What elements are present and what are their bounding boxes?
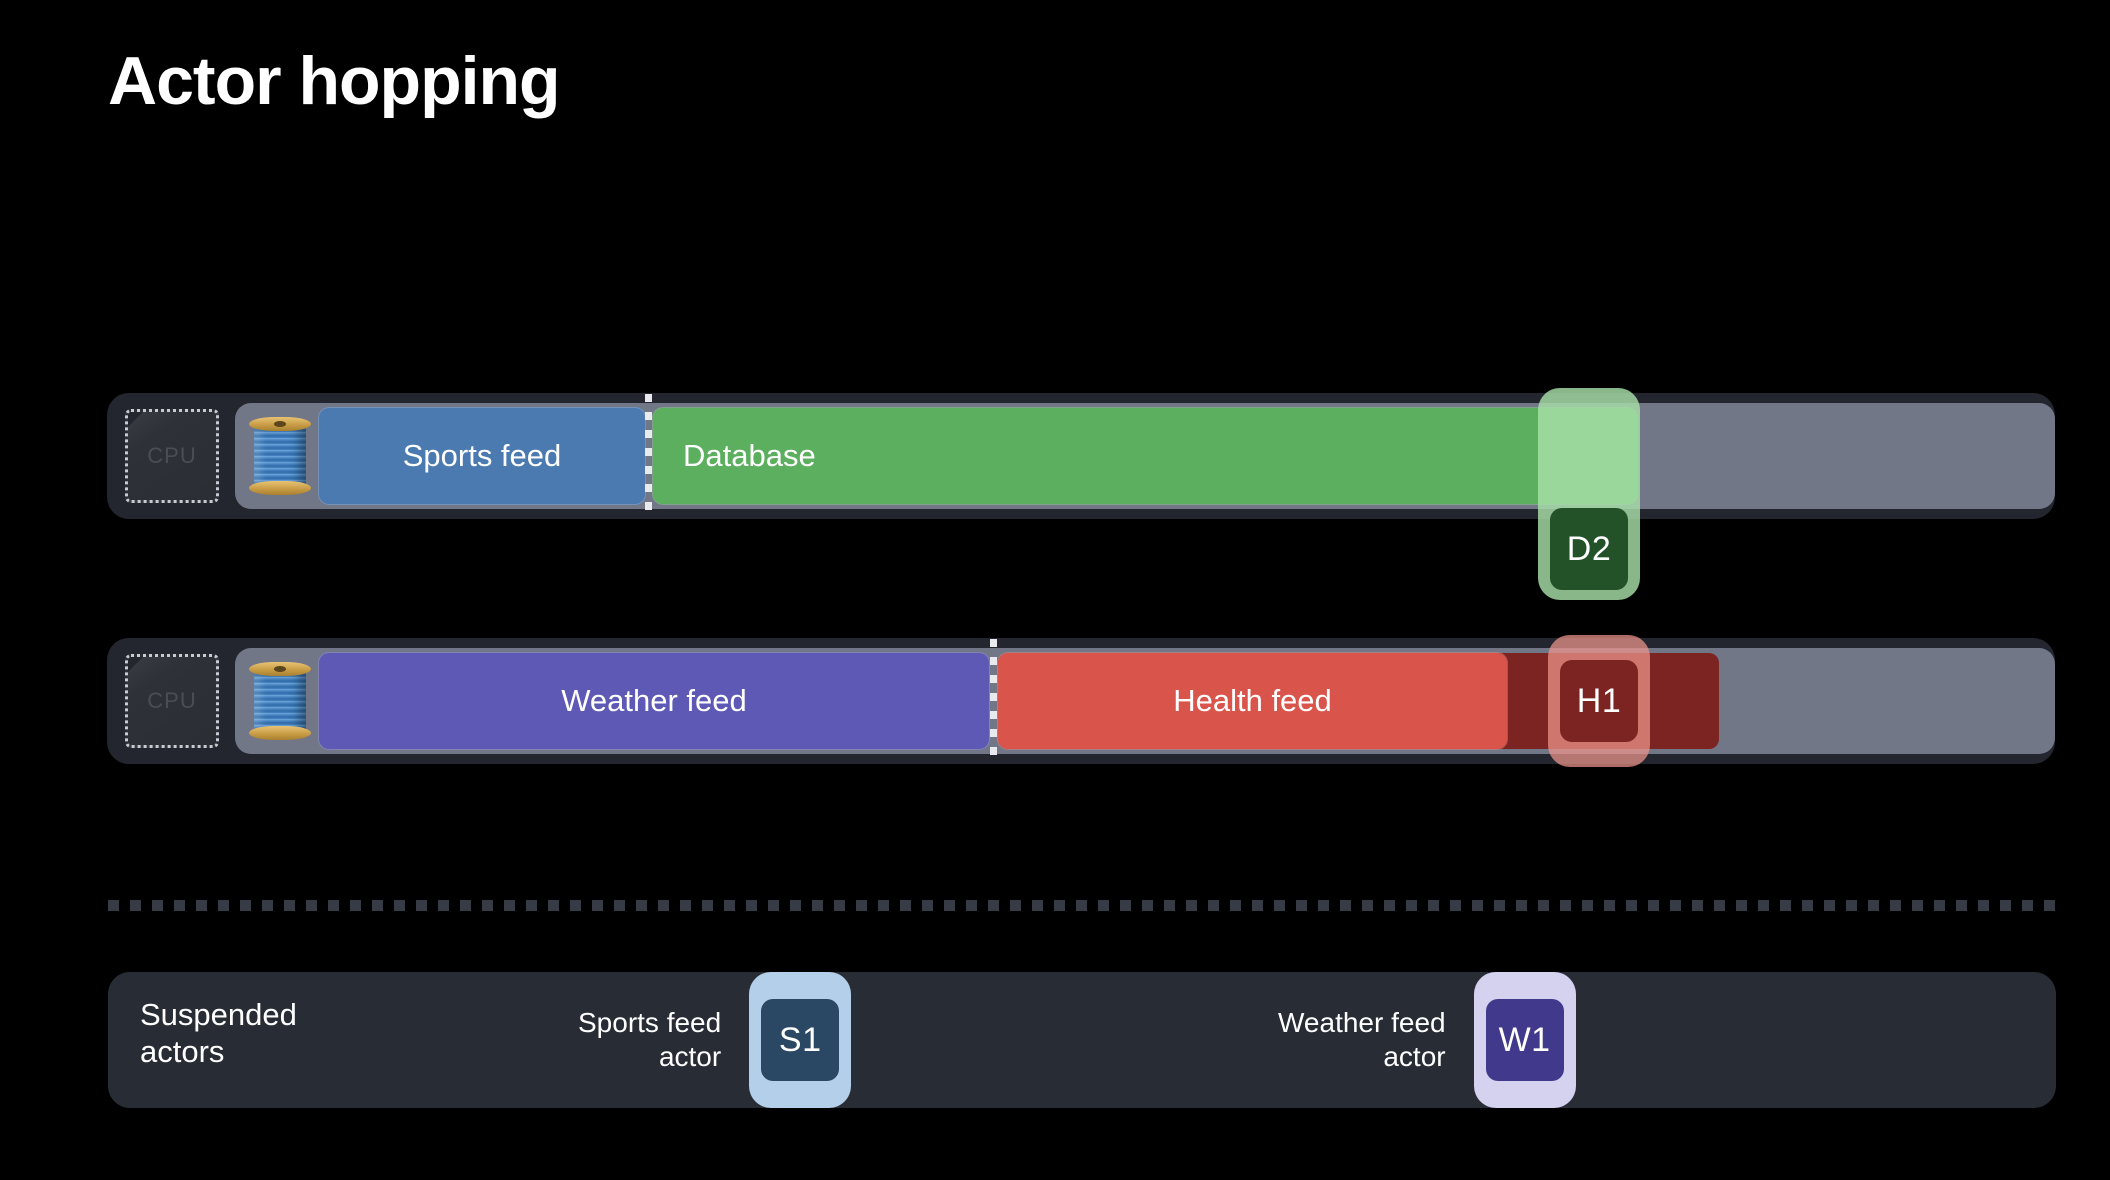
cpu-chip-label: CPU [147, 688, 197, 713]
execution-bars-1: Sports feed Database [319, 394, 2055, 518]
thread-lane-2: Weather feed Health feed [235, 639, 2055, 763]
spool-body [254, 671, 306, 733]
cpu-track-1: CPU Sports feed Database [107, 393, 2055, 519]
suspended-actor-entry-weather: Weather feed actor W1 [1278, 972, 1576, 1108]
section-divider [108, 900, 2056, 911]
bar-database[interactable]: Database [653, 408, 1637, 504]
cpu-chip-icon: CPU [125, 409, 219, 503]
cpu-chip-icon: CPU [125, 654, 219, 748]
actor-badge-s1-label: S1 [761, 999, 840, 1081]
suspended-actor-label-sports: Sports feed actor [578, 1007, 722, 1072]
spool-bottom-flange [249, 481, 311, 495]
hop-divider-2 [990, 639, 997, 763]
spool-top-flange [249, 417, 311, 431]
thread-lane-1: Sports feed Database [235, 394, 2055, 518]
suspended-actors-title: Suspended actors [140, 997, 297, 1069]
bar-weather-feed[interactable]: Weather feed [319, 653, 989, 749]
suspended-actor-entry-sports: Sports feed actor S1 [578, 972, 852, 1108]
cpu-track-2: CPU Weather feed Health feed [107, 638, 2055, 764]
spool-body [254, 426, 306, 488]
spool-top-flange [249, 662, 311, 676]
bar-health-feed[interactable]: Health feed [998, 653, 1507, 749]
spool-bottom-flange [249, 726, 311, 740]
bar-sports-feed[interactable]: Sports feed [319, 408, 645, 504]
actor-badge-w1[interactable]: W1 [1473, 972, 1576, 1108]
actor-badge-h1-label: H1 [1560, 660, 1638, 742]
thread-spool-icon [249, 413, 311, 499]
actor-badge-h1[interactable]: H1 [1548, 635, 1650, 767]
cpu-chip-label: CPU [147, 443, 197, 468]
hop-divider-1 [645, 394, 652, 518]
actor-badge-d2-label: D2 [1550, 508, 1628, 590]
thread-spool-icon [249, 658, 311, 744]
execution-bars-2: Weather feed Health feed [319, 639, 2055, 763]
suspended-actors-panel: Suspended actors Sports feed actor S1 We… [108, 972, 2056, 1108]
suspended-actor-label-weather: Weather feed actor [1278, 1007, 1446, 1072]
page-title: Actor hopping [108, 43, 561, 119]
actor-badge-s1[interactable]: S1 [749, 972, 852, 1108]
actor-badge-w1-label: W1 [1485, 999, 1564, 1081]
actor-badge-d2[interactable]: D2 [1538, 388, 1640, 600]
